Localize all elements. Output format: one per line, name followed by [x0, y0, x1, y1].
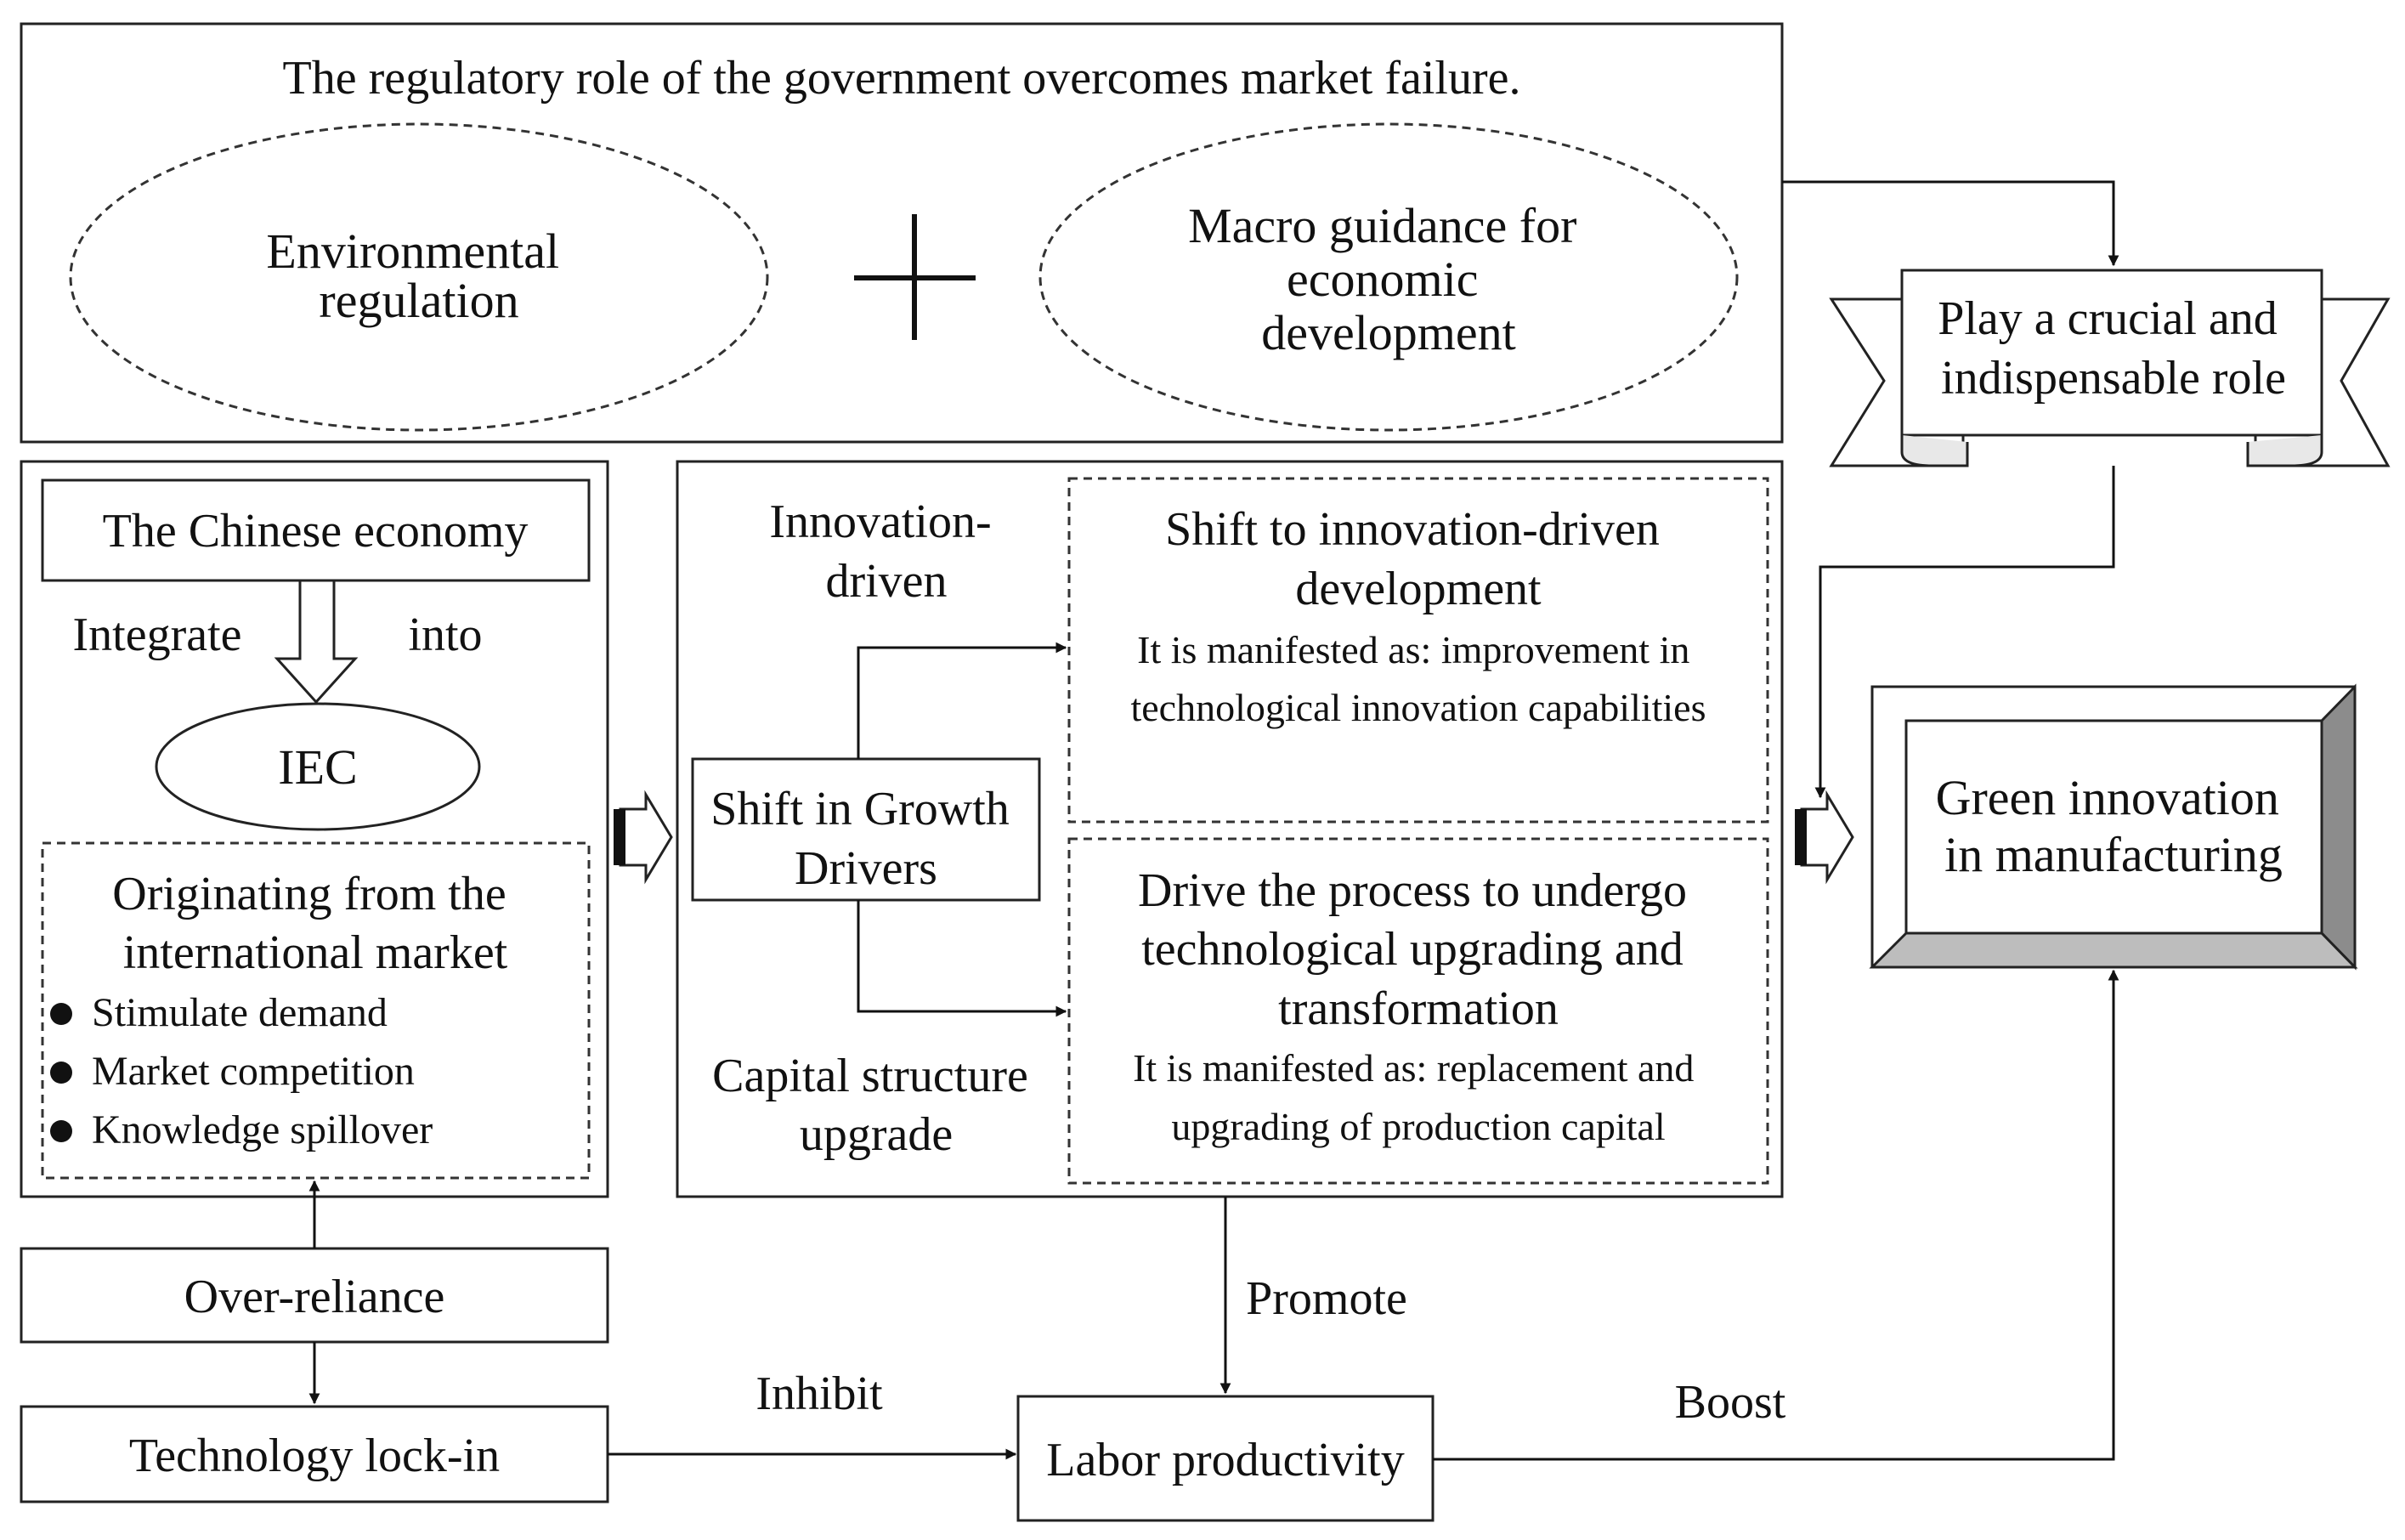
capital-upgrade-label: Capital structure upgrade — [712, 1050, 1040, 1161]
chinese-economy-box — [41, 478, 591, 582]
box2-title: Drive the process to undergo technologic… — [1138, 864, 1699, 1035]
tech-lockin-label: Technology lock-in — [129, 1430, 500, 1482]
innovation-box-1 — [1067, 477, 1769, 824]
green-innovation-frame — [1869, 683, 2358, 971]
arrow-drivers-to-box1 — [857, 642, 1067, 759]
origin-dashed-box — [41, 841, 591, 1180]
bullet-icon — [50, 1003, 72, 1025]
tech-lockin-box — [20, 1405, 609, 1503]
upgrade-box-2 — [1067, 837, 1769, 1185]
arrow-ribbon-to-green — [1814, 466, 2115, 799]
labor-productivity-label: Labor productivity — [1046, 1434, 1404, 1486]
inhibit-label: Inhibit — [755, 1367, 883, 1420]
into-label: into — [408, 609, 482, 661]
block-arrow-middle-to-green-icon — [1795, 790, 1854, 885]
integrate-down-arrow-icon — [274, 579, 359, 705]
top-panel-title: The regulatory role of the government ov… — [283, 52, 1521, 105]
shift-drivers-box — [691, 757, 1041, 902]
iec-ellipse — [155, 702, 481, 831]
bullet-icon — [50, 1062, 72, 1084]
bullet-icon — [50, 1120, 72, 1142]
ribbon-banner — [1829, 269, 2391, 467]
top-panel-box — [20, 22, 1784, 444]
arrow-labor-to-green — [1433, 969, 2119, 1461]
environmental-regulation-ellipse — [69, 122, 769, 432]
arrow-top-to-ribbon — [1782, 180, 2119, 267]
macro-guidance-ellipse — [1038, 122, 1739, 432]
macro-guidance-label: Macro guidance for economic development — [1188, 198, 1589, 360]
environmental-regulation-label: Environmental regulation — [266, 224, 571, 328]
box1-description: It is manifested as: improvement in tech… — [1130, 628, 1706, 729]
ribbon-text: Play a crucial and indispensable role — [1938, 292, 2289, 405]
bullet-knowledge-spillover: Knowledge spillover — [92, 1107, 433, 1152]
arrow-drivers-to-box2 — [857, 900, 1067, 1017]
over-reliance-label: Over-reliance — [184, 1271, 445, 1323]
shift-drivers-label: Shift in Growth Drivers — [710, 783, 1021, 895]
bullet-stimulate-demand: Stimulate demand — [92, 990, 388, 1035]
green-innovation-label: Green innovation in manufacturing — [1936, 770, 2292, 882]
origin-title: Originating from the international marke… — [112, 868, 518, 979]
promote-label: Promote — [1246, 1272, 1407, 1325]
block-arrow-left-to-middle-icon — [614, 790, 673, 885]
chinese-economy-label: The Chinese economy — [103, 505, 529, 558]
iec-label: IEC — [278, 739, 357, 795]
integrate-label: Integrate — [73, 609, 242, 661]
box1-title: Shift to innovation-driven development — [1165, 503, 1672, 615]
innovation-driven-label: Innovation- driven — [769, 495, 1003, 608]
bullet-market-competition: Market competition — [92, 1049, 415, 1094]
box2-description: It is manifested as: replacement and upg… — [1133, 1046, 1704, 1148]
boost-label: Boost — [1675, 1376, 1786, 1429]
plus-icon — [854, 214, 976, 340]
labor-productivity-box — [1016, 1395, 1435, 1522]
